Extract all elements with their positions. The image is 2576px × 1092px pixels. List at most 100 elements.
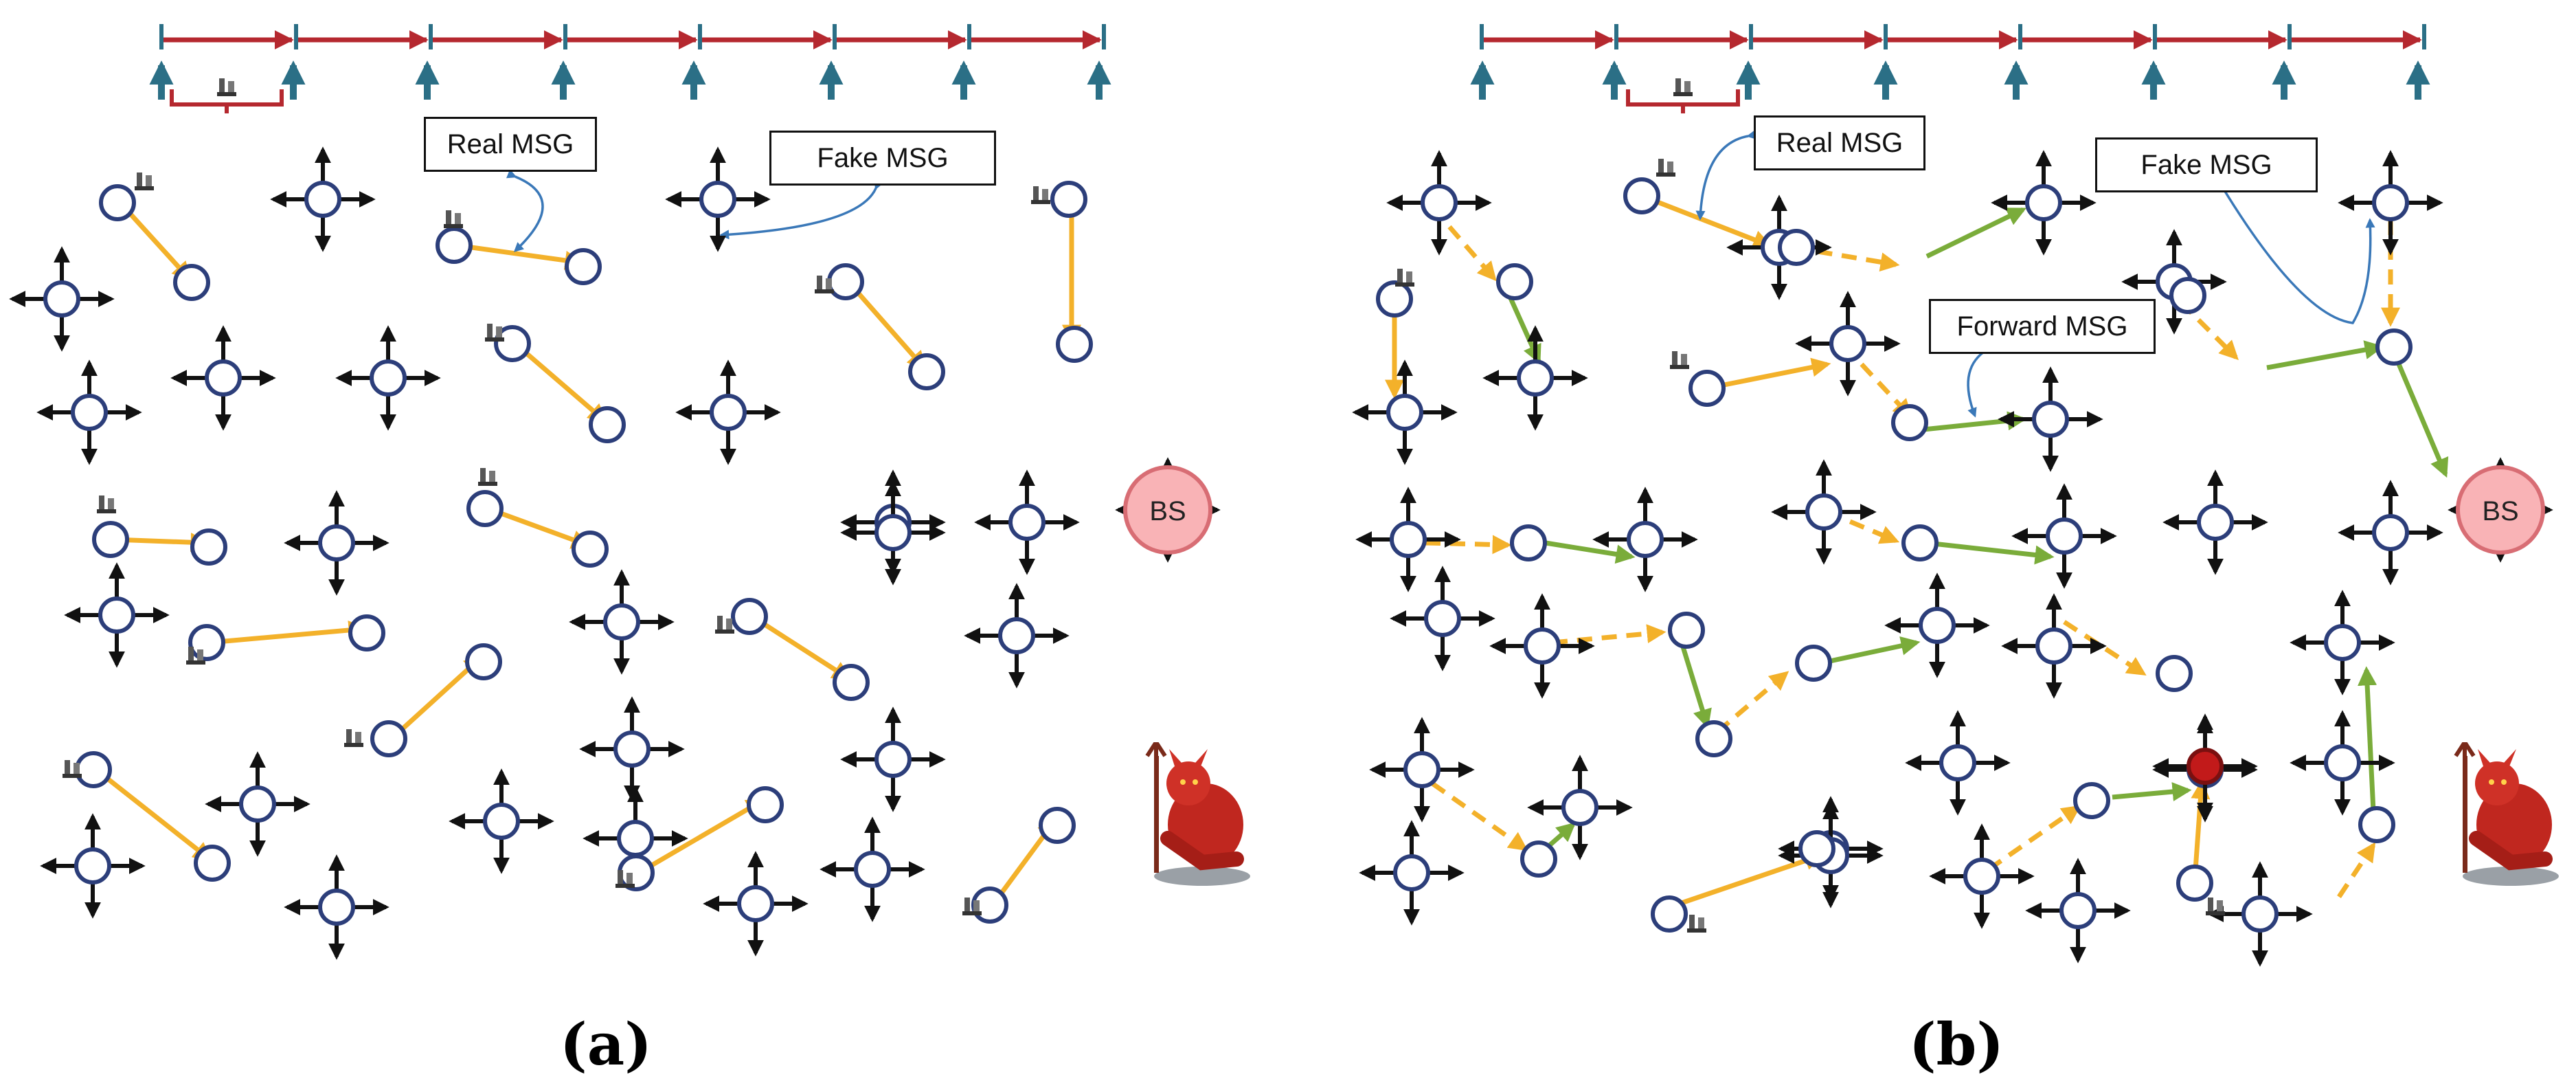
- real-path-arrow: [1425, 535, 1512, 555]
- mobile-node: [703, 851, 809, 957]
- real-path-arrow: [209, 621, 368, 645]
- callout-arrow: [506, 169, 544, 252]
- node-circle: [874, 514, 912, 551]
- real-path-arrow: [1430, 781, 1528, 851]
- mobile-node: [579, 696, 685, 802]
- sensor-node: [827, 263, 864, 300]
- callouts-layer: [506, 130, 2375, 418]
- sensor-source-icon: [615, 870, 635, 888]
- mobile-node: [284, 854, 389, 960]
- real-path-arrow: [486, 506, 591, 549]
- node-circle: [304, 181, 341, 218]
- real-path-arrow: [637, 798, 766, 876]
- mobile-node: [569, 569, 675, 675]
- node-circle: [2059, 892, 2097, 929]
- node-circle: [74, 847, 111, 884]
- mobile-node: [974, 469, 1080, 575]
- sensor-node: [565, 248, 602, 285]
- mobile-node: [1527, 755, 1633, 860]
- sensor-source-icon: [1031, 186, 1050, 204]
- sensor-node: [1510, 524, 1547, 561]
- panel-label-a: (a): [560, 1010, 652, 1078]
- mobile-node: [1386, 150, 1492, 256]
- sensor-node: [466, 490, 504, 527]
- node-circle: [1517, 359, 1554, 397]
- fake-msg-box-b: Fake MSG: [2095, 137, 2318, 192]
- node-circle: [1963, 858, 2000, 895]
- sensor-node: [1668, 612, 1705, 649]
- node-circle: [370, 359, 407, 397]
- node-circle: [737, 885, 774, 922]
- sensor-node: [92, 521, 129, 558]
- node-circle: [1123, 465, 1212, 555]
- node-circle: [1939, 744, 1976, 781]
- base-station-label: BS: [1149, 496, 1186, 526]
- node-circle: [1561, 789, 1598, 826]
- sensor-node: [1901, 524, 1939, 561]
- sensor-node: [1798, 830, 1835, 867]
- mobile-node: [1795, 291, 1901, 397]
- mobile-node: [1390, 566, 1495, 671]
- sensor-node: [99, 184, 136, 221]
- forward-path-arrow: [2266, 340, 2384, 370]
- node-circle: [699, 181, 736, 218]
- sensor-node: [833, 664, 870, 701]
- mobile-node: [2001, 593, 2107, 699]
- interval-sensor-icon: [1673, 78, 1693, 96]
- sensor-node: [2375, 328, 2413, 366]
- sensor-node: [2169, 277, 2206, 314]
- node-circle: [2032, 401, 2069, 438]
- mobile-node: [1369, 717, 1475, 823]
- mobile-node: [1359, 820, 1465, 926]
- mobile-node: [2290, 710, 2395, 816]
- sensor-node: [747, 786, 784, 823]
- callout-arrow: [1695, 130, 1757, 221]
- node-circle: [205, 359, 242, 397]
- mobile-node: [64, 562, 170, 668]
- sensor-node: [1778, 229, 1815, 266]
- sensor-node: [1695, 720, 1732, 757]
- sensor-node: [589, 406, 626, 443]
- forward-path-arrow: [1820, 636, 1921, 666]
- sensor-source-icon: [1670, 351, 1689, 369]
- mobile-node: [335, 325, 441, 431]
- sensor-source-icon: [478, 468, 497, 486]
- real-msg-box-b: Real MSG: [1754, 115, 1925, 170]
- sensor-node: [1891, 404, 1928, 441]
- sensor-node: [2073, 782, 2110, 819]
- mobile-node: [665, 146, 771, 252]
- real-path-arrow: [2063, 620, 2147, 676]
- node-circle: [998, 617, 1035, 654]
- sensor-node: [1039, 807, 1076, 844]
- node-circle: [874, 741, 912, 778]
- node-circle: [1403, 751, 1440, 788]
- mobile-node: [1929, 823, 2035, 929]
- sensor-node: [1688, 370, 1726, 407]
- mobile-node: [2338, 150, 2443, 256]
- sensor-source-icon: [344, 729, 363, 747]
- node-circle: [603, 603, 640, 640]
- forward-path-arrow: [1926, 540, 2055, 565]
- real-path-arrow: [513, 342, 608, 423]
- node-circle: [2025, 184, 2062, 221]
- sensor-source-icon: [2206, 898, 2225, 915]
- sensor-source-icon: [962, 898, 982, 915]
- mobile-node: [1884, 572, 1990, 678]
- real-msg-box-a: Real MSG: [424, 117, 597, 172]
- sensor-node: [494, 325, 531, 362]
- timeline-layer: [149, 24, 2430, 113]
- sensor-node: [908, 353, 945, 390]
- sensor-node: [190, 528, 227, 566]
- mobile-node: [284, 490, 389, 596]
- callout-arrow: [2214, 177, 2375, 324]
- mobile-node: [964, 583, 1070, 689]
- sensor-node: [1623, 177, 1660, 214]
- sensor-node: [572, 531, 609, 568]
- forward-path-arrow: [2395, 359, 2449, 478]
- sensor-source-icon: [186, 647, 205, 665]
- node-circle: [613, 731, 651, 768]
- real-path-arrow: [751, 614, 852, 681]
- sensor-node: [173, 264, 210, 301]
- node-circle: [2241, 895, 2279, 933]
